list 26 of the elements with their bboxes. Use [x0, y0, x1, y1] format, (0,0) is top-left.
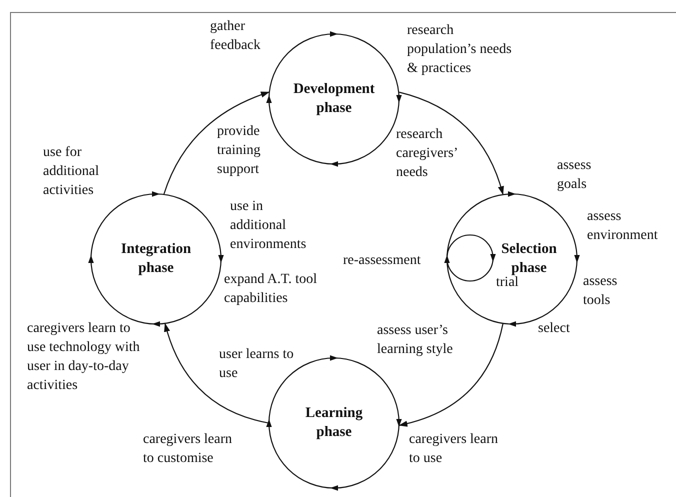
step-label: caregivers learn to use technology with user in day-to-day activities [27, 320, 141, 395]
step-label: use in additional environments [230, 198, 308, 254]
arrow [399, 92, 504, 195]
step-label: use for additional activities [43, 144, 100, 200]
step-label: provide training support [217, 123, 262, 179]
step-label: assess goals [557, 157, 592, 194]
step-label: select [538, 320, 570, 338]
step-label: research caregivers’ needs [396, 126, 458, 182]
arrow [163, 92, 270, 194]
phase-title: Integration phase [120, 240, 192, 278]
step-label: gather feedback [210, 18, 262, 55]
step-label: expand A.T. tool capabilities [224, 271, 318, 308]
step-label: assess environment [587, 208, 659, 245]
phase-title: Selection phase [500, 240, 558, 276]
step-label: caregivers learn to customise [143, 431, 233, 468]
step-label: caregivers learn to use [409, 431, 499, 468]
step-label: re-assessment [343, 252, 421, 270]
step-label: assess user’s learning style [377, 322, 454, 359]
step-label: trial [496, 275, 519, 292]
step-label: research population’s needs & practices [407, 22, 513, 78]
step-label: assess tools [583, 273, 618, 310]
phase-title: Development phase [292, 80, 376, 118]
arrow [398, 324, 504, 426]
arrow [164, 323, 269, 424]
phase-title: Learning phase [304, 404, 364, 442]
step-label: user learns to use [219, 346, 295, 383]
